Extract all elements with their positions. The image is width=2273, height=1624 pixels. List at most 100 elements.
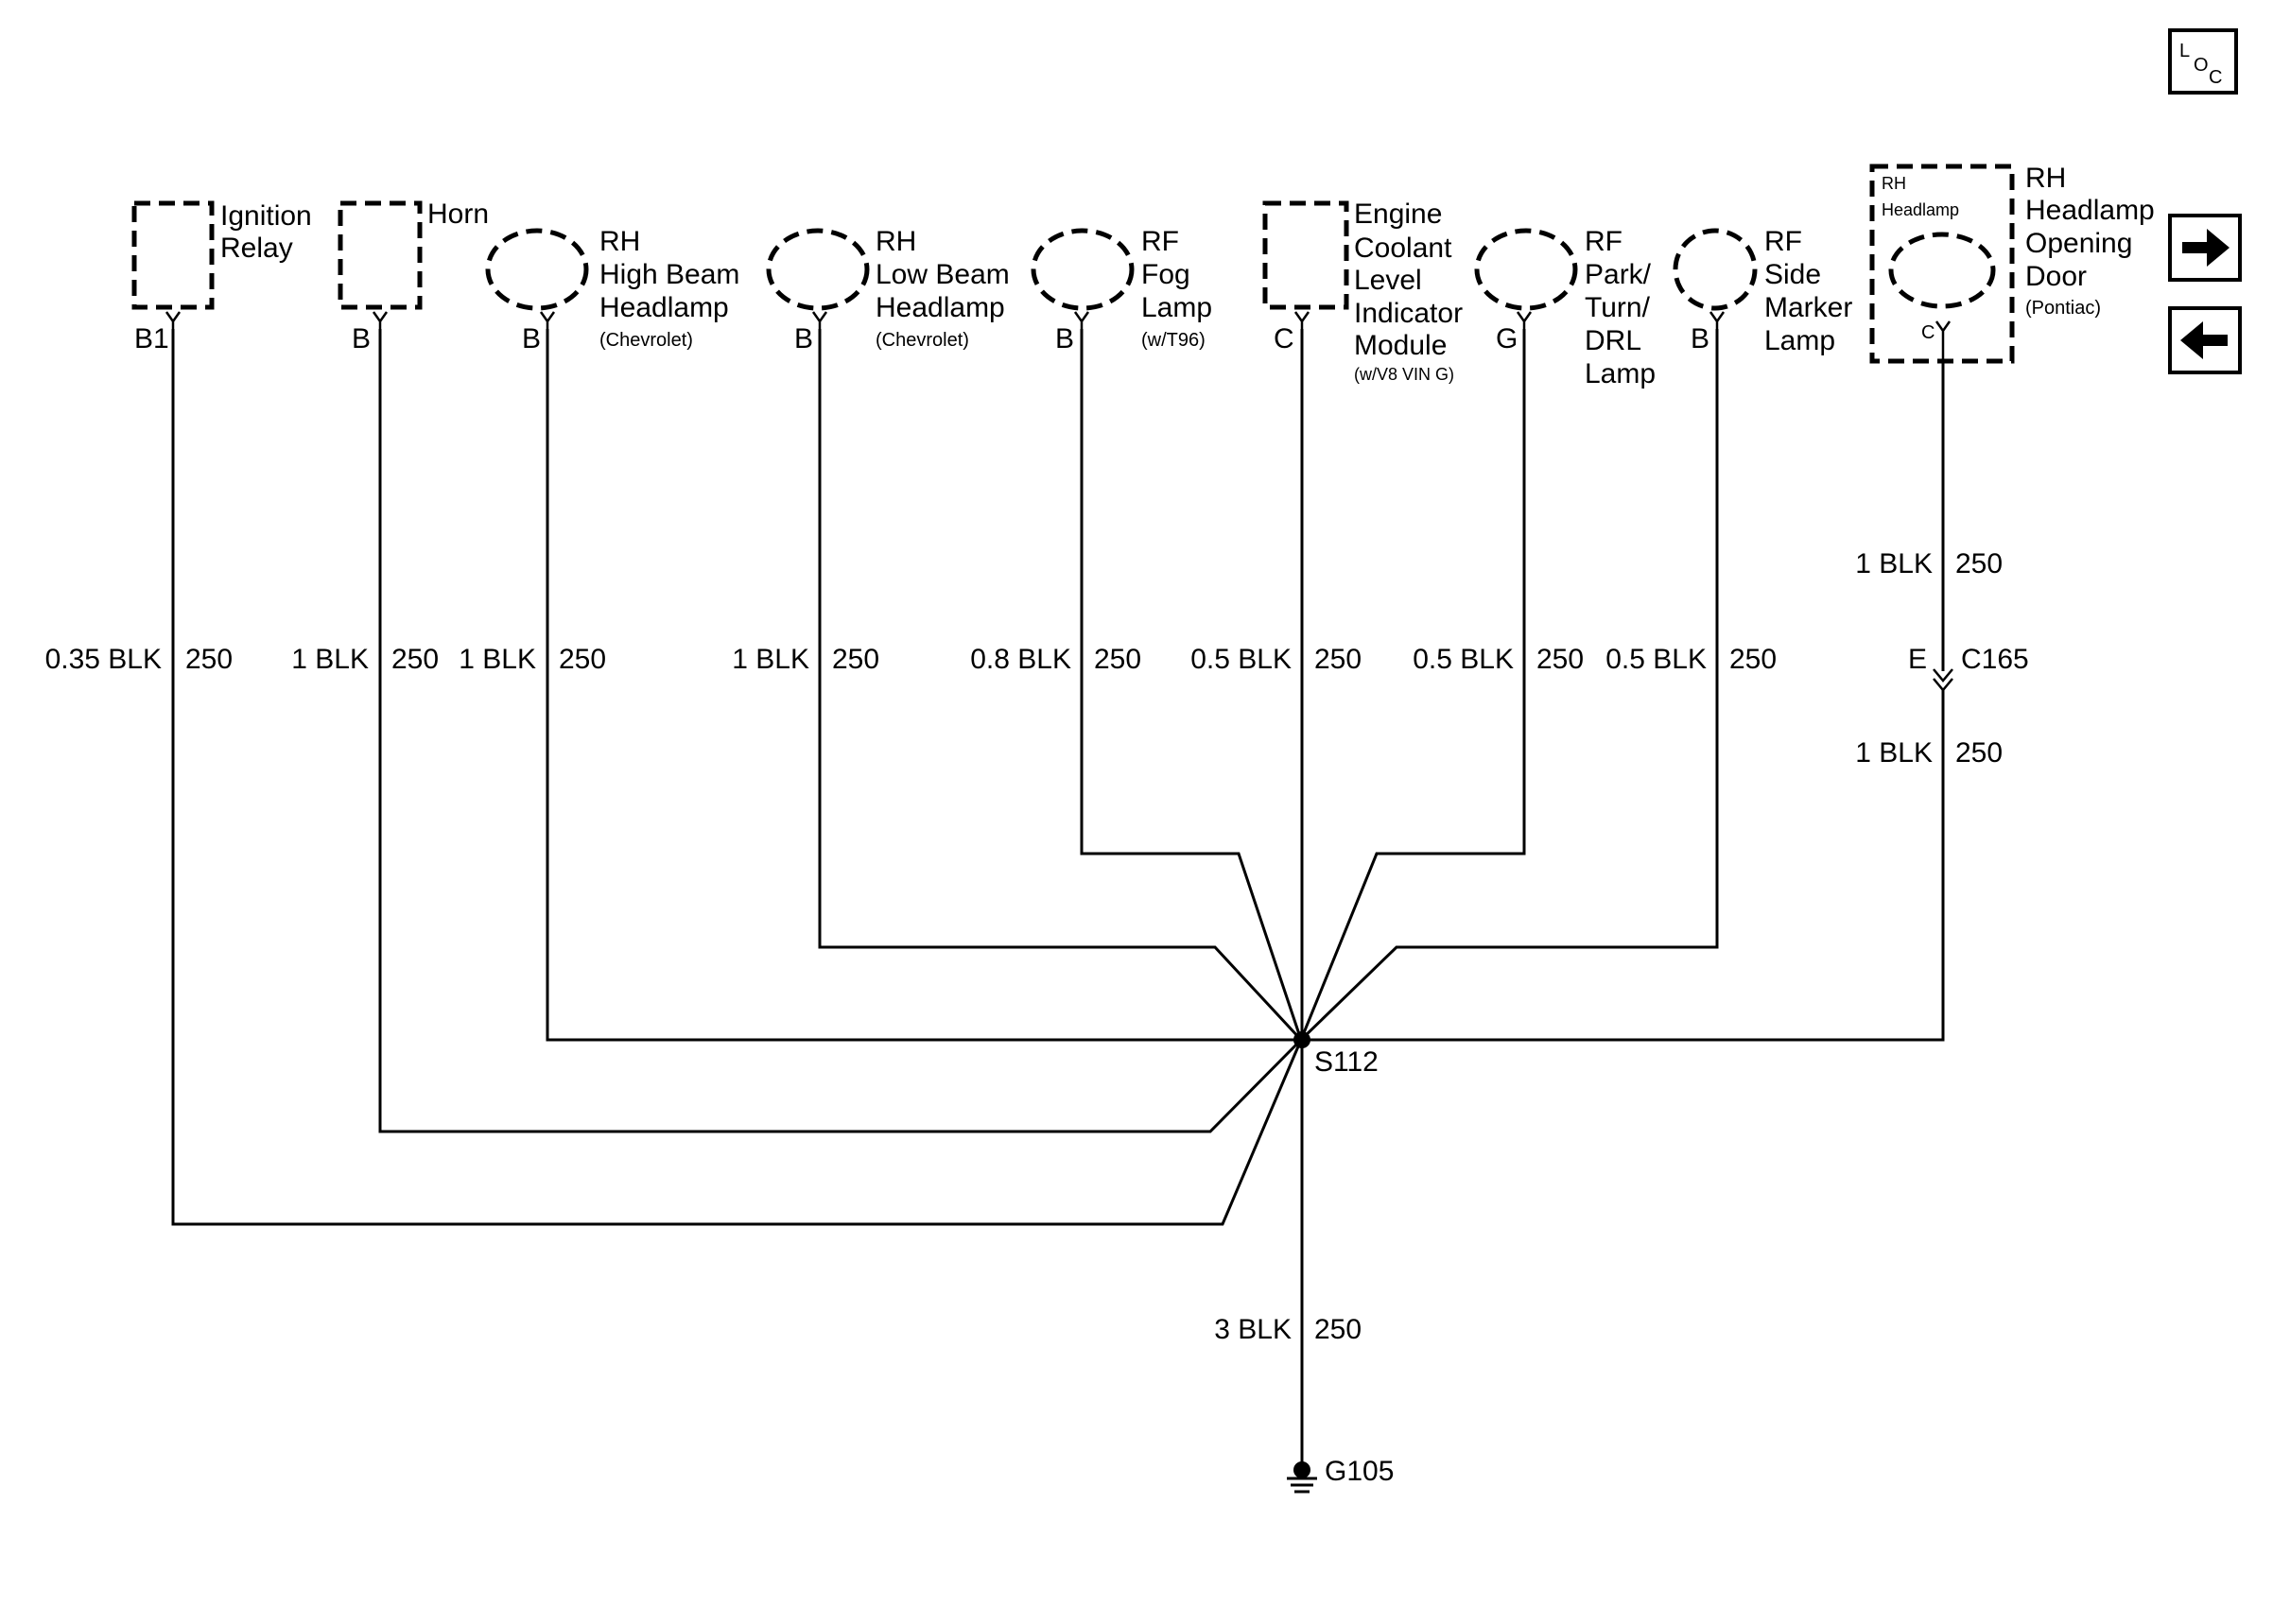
horn-pin: B xyxy=(352,323,371,354)
rh-high-beam-wire-circuit: 250 xyxy=(559,644,606,675)
rh-headlamp-door-label-2: Headlamp xyxy=(2025,195,2155,226)
door-lower-wire-gauge: 1 BLK xyxy=(1855,737,1933,769)
rf-side-marker-lamp-symbol xyxy=(1673,228,1758,311)
terminal-rh-low-beam xyxy=(811,311,828,329)
wire-rh-high-beam xyxy=(546,329,1301,1042)
coolant-module-label-4: Indicator xyxy=(1354,298,1463,329)
coolant-module-label-3: Level xyxy=(1354,265,1422,296)
rf-fog-lamp-symbol xyxy=(1031,228,1135,311)
rf-park-label-4: DRL xyxy=(1585,325,1641,356)
ignition-relay-wire-circuit: 250 xyxy=(185,644,233,675)
coolant-module-label-1: Engine xyxy=(1354,199,1442,230)
wire-door-lower xyxy=(1301,690,1945,1042)
loc-letter-o: O xyxy=(2194,55,2209,76)
rh-high-beam-lamp-symbol xyxy=(485,228,589,311)
previous-page-button[interactable] xyxy=(2168,306,2242,374)
rh-headlamp-door-inner-label-1: RH xyxy=(1882,174,1906,193)
door-upper-wire-gauge: 1 BLK xyxy=(1855,548,1933,579)
wire-rf-side-marker xyxy=(1299,329,1719,1042)
rf-fog-pin: B xyxy=(1055,323,1074,354)
rh-low-beam-wire-circuit: 250 xyxy=(832,644,879,675)
rh-high-beam-pin: B xyxy=(522,323,541,354)
coolant-module-wire-gauge: 0.5 BLK xyxy=(1190,644,1292,675)
rh-headlamp-door-label-4: Door xyxy=(2025,261,2087,292)
connector-c165-female xyxy=(1933,668,1953,682)
rf-side-marker-label-3: Marker xyxy=(1764,292,1852,323)
terminal-horn xyxy=(372,311,389,329)
wire-labels: 0.35 BLK 250 1 BLK 250 1 BLK 250 1 BLK 2… xyxy=(45,548,2029,1345)
splice-s112-label: S112 xyxy=(1314,1046,1379,1078)
loc-letter-l: L xyxy=(2179,41,2190,61)
rh-low-beam-lamp-symbol xyxy=(766,228,870,311)
rh-low-beam-wire-gauge: 1 BLK xyxy=(732,644,809,675)
rh-high-beam-label-2: High Beam xyxy=(599,259,739,290)
wire-rh-low-beam xyxy=(818,329,1303,1042)
rf-fog-label-2: Fog xyxy=(1141,259,1190,290)
rh-high-beam-note: (Chevrolet) xyxy=(599,330,693,351)
next-page-button[interactable] xyxy=(2168,214,2242,282)
horn-box xyxy=(338,200,423,310)
rf-side-marker-wire-gauge: 0.5 BLK xyxy=(1605,644,1707,675)
loc-icon-frame[interactable] xyxy=(2168,28,2238,95)
coolant-module-label-5: Module xyxy=(1354,330,1447,361)
rf-side-marker-lamp-component: RF Side Marker Lamp B xyxy=(1673,226,1852,356)
rf-side-marker-label-4: Lamp xyxy=(1764,325,1835,356)
ground-g105: G105 xyxy=(1287,1456,1394,1494)
pin-terminals xyxy=(165,311,1952,363)
rf-side-marker-label-2: Side xyxy=(1764,259,1821,290)
rf-park-wire-circuit: 250 xyxy=(1536,644,1584,675)
arrow-right-icon xyxy=(2182,229,2230,267)
horn-label: Horn xyxy=(427,199,489,230)
ground-icon xyxy=(1287,1477,1317,1494)
rf-fog-label-1: RF xyxy=(1141,226,1179,257)
rh-low-beam-pin: B xyxy=(794,323,813,354)
rf-park-turn-drl-lamp-component: RF Park/ Turn/ DRL Lamp G xyxy=(1474,226,1656,389)
rh-high-beam-label-1: RH xyxy=(599,226,640,257)
rf-park-pin: G xyxy=(1496,323,1518,354)
ignition-relay-wire-gauge: 0.35 BLK xyxy=(45,644,162,675)
terminal-rh-high-beam xyxy=(539,311,556,329)
rh-headlamp-door-lamp-symbol xyxy=(1888,232,1996,309)
rh-high-beam-label-3: Headlamp xyxy=(599,292,729,323)
ignition-relay-label-2: Relay xyxy=(220,233,293,264)
ignition-relay-component: Ignition Relay B1 xyxy=(131,200,312,354)
rf-fog-wire-gauge: 0.8 BLK xyxy=(970,644,1071,675)
rh-headlamp-door-inner-label-2: Headlamp xyxy=(1882,200,1959,219)
door-upper-wire-circuit: 250 xyxy=(1955,548,2003,579)
ground-g105-label: G105 xyxy=(1325,1456,1394,1487)
ground-wire-gauge: 3 BLK xyxy=(1214,1314,1292,1345)
rf-park-label-5: Lamp xyxy=(1585,358,1656,389)
terminal-coolant-module xyxy=(1293,311,1310,329)
connector-c165-pin: E xyxy=(1908,644,1927,675)
horn-wire-gauge: 1 BLK xyxy=(291,644,369,675)
rh-low-beam-label-1: RH xyxy=(876,226,916,257)
rh-low-beam-label-2: Low Beam xyxy=(876,259,1010,290)
wires xyxy=(171,329,1953,1463)
rf-park-label-3: Turn/ xyxy=(1585,292,1651,323)
coolant-module-note: (w/V8 VIN G) xyxy=(1354,365,1454,384)
rf-side-marker-wire-circuit: 250 xyxy=(1729,644,1777,675)
coolant-module-box xyxy=(1262,200,1349,310)
rh-low-beam-headlamp-component: RH Low Beam Headlamp (Chevrolet) B xyxy=(766,226,1010,354)
loc-icon[interactable]: L O C xyxy=(2168,28,2238,95)
terminal-rh-headlamp-door xyxy=(1935,320,1952,363)
coolant-module-label-2: Coolant xyxy=(1354,233,1452,264)
rf-fog-note: (w/T96) xyxy=(1141,330,1206,351)
wire-horn xyxy=(378,329,1303,1133)
rh-high-beam-headlamp-component: RH High Beam Headlamp (Chevrolet) B xyxy=(485,226,739,354)
connector-c165-label: C165 xyxy=(1961,644,2029,675)
rf-side-marker-label-1: RF xyxy=(1764,226,1802,257)
rh-low-beam-note: (Chevrolet) xyxy=(876,330,969,351)
ground-dot xyxy=(1293,1461,1310,1478)
ignition-relay-box xyxy=(131,200,215,310)
rf-fog-wire-circuit: 250 xyxy=(1094,644,1141,675)
rf-park-lamp-symbol xyxy=(1474,228,1578,311)
rh-headlamp-door-label-1: RH xyxy=(2025,163,2066,194)
horn-component: Horn B xyxy=(338,199,489,354)
coolant-module-wire-circuit: 250 xyxy=(1314,644,1362,675)
coolant-module-pin: C xyxy=(1274,323,1294,354)
rf-side-marker-pin: B xyxy=(1691,323,1709,354)
splice-s112-dot xyxy=(1293,1031,1310,1048)
ignition-relay-pin: B1 xyxy=(134,323,169,354)
terminal-rf-park xyxy=(1516,311,1533,329)
